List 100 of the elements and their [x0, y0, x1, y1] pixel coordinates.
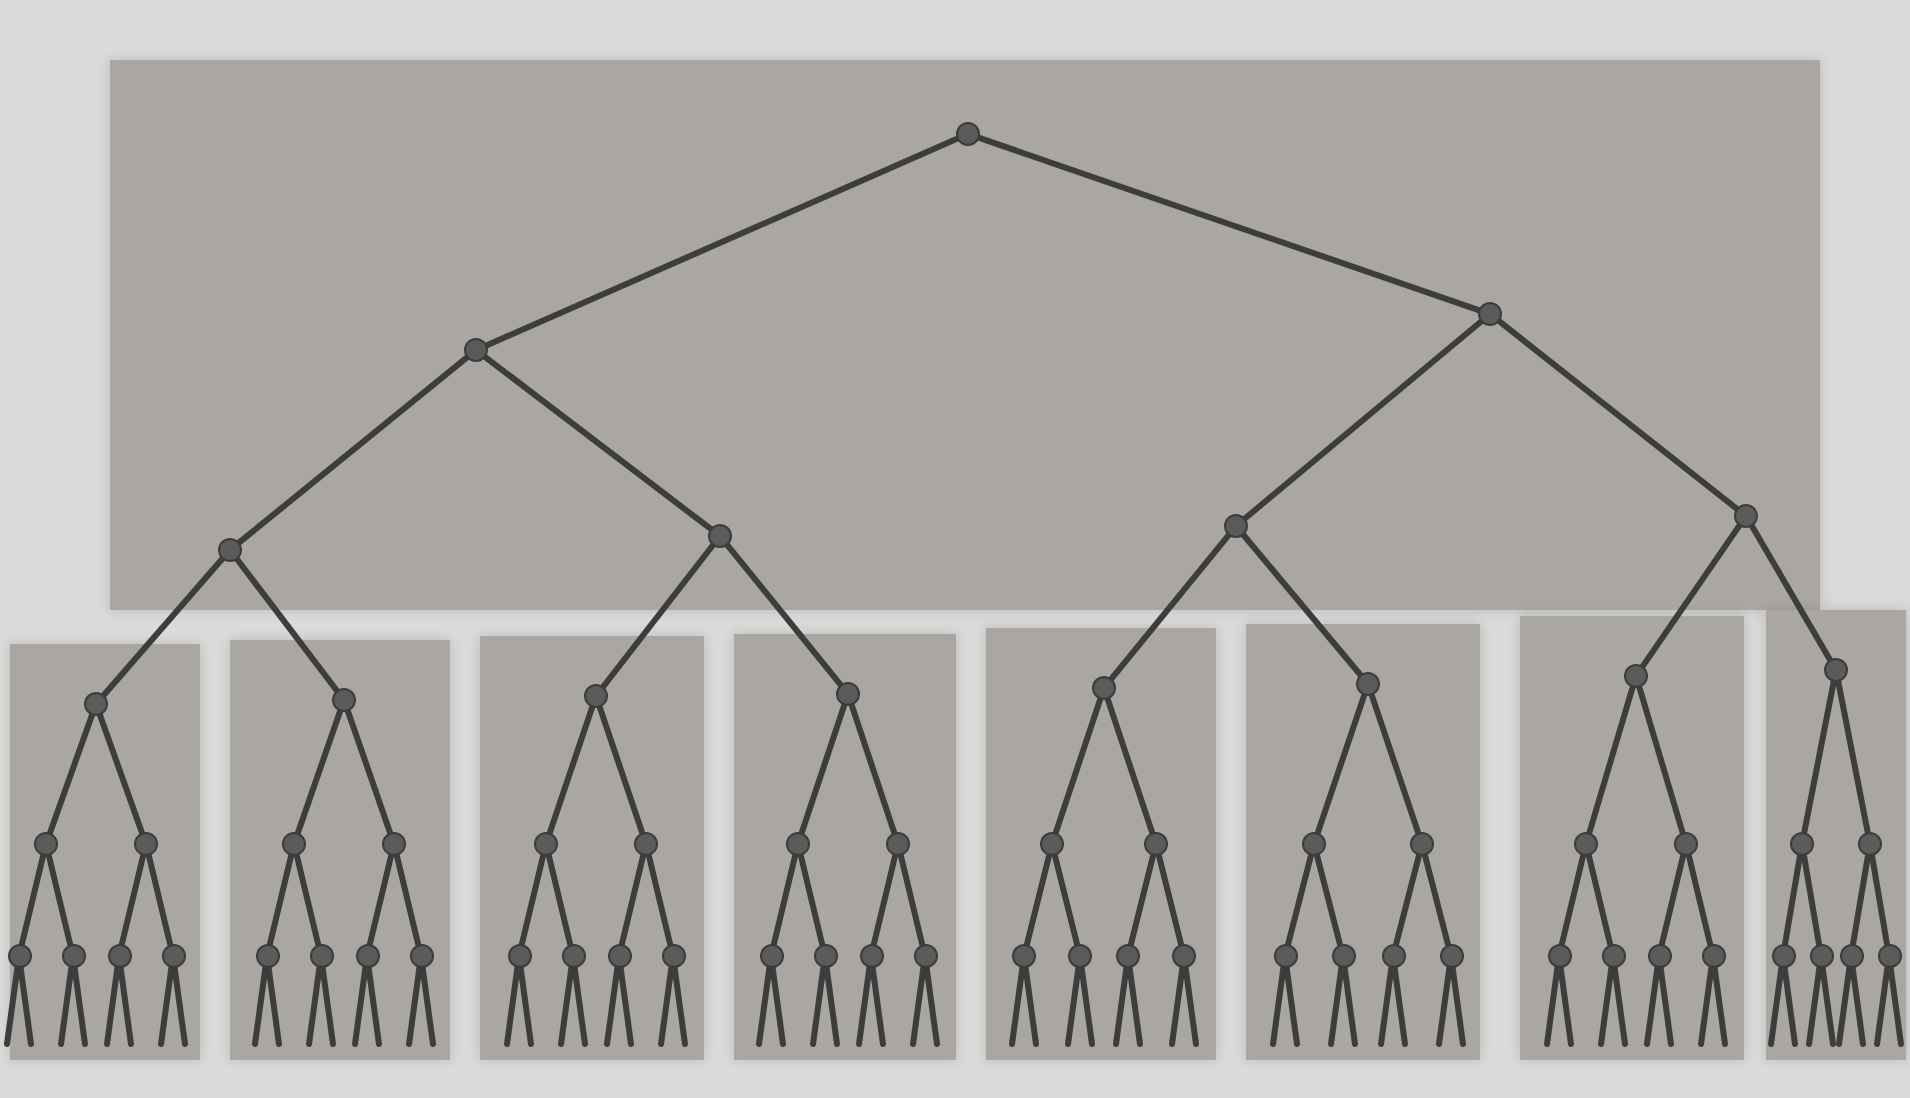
tree-edge-line: [897, 852, 926, 948]
tree-edge-line: [4, 964, 21, 1047]
tree-edge-line: [1127, 852, 1157, 948]
tree-edge-line: [546, 704, 596, 836]
tree-edge-line: [1422, 852, 1451, 948]
tree-edge-line: [482, 354, 714, 532]
tree-edge-line: [1801, 852, 1822, 948]
tree-edge-line: [1698, 964, 1715, 1047]
tree-edge-line: [1393, 852, 1422, 948]
tree-edge-line: [1126, 964, 1143, 1047]
tree-edge-line: [1819, 964, 1836, 1047]
tree-edge-line: [1835, 678, 1871, 836]
tree-edge-line: [769, 964, 786, 1047]
tree-edge-line: [856, 964, 873, 1047]
tree-edge-line: [18, 852, 47, 948]
tree-edge-line: [1586, 684, 1636, 836]
tree-edge-line: [1711, 964, 1728, 1047]
tree-edge-line: [1611, 964, 1628, 1047]
tree-edge-line: [1558, 852, 1587, 948]
tree-edge-line: [596, 704, 646, 836]
tree-edge-line: [1657, 964, 1674, 1047]
tree-edge-line: [393, 852, 422, 948]
tree-edge-line: [1169, 964, 1186, 1047]
tree-panel: [986, 628, 1216, 1060]
tree-panel: [480, 636, 704, 1060]
tree-edge-line: [1782, 852, 1803, 948]
tree-edge-line: [145, 852, 174, 948]
tree-edge-line: [1636, 684, 1686, 836]
tree-edge-line: [118, 852, 147, 948]
tree-edge-line: [1768, 964, 1785, 1047]
tree-edge-line: [1598, 964, 1615, 1047]
tree-edge-line: [870, 852, 899, 948]
tree-edge-line: [1328, 964, 1345, 1047]
tree-edge-line: [1182, 964, 1199, 1047]
tree-edge-line: [1104, 696, 1156, 836]
tree-edge-line: [724, 542, 844, 688]
tree-edge-line: [1270, 964, 1287, 1047]
tree-panel: [230, 640, 450, 1060]
tree-edge-line: [365, 964, 382, 1047]
tree-edge-line: [366, 852, 395, 948]
tree-panel: [734, 634, 956, 1060]
tree-edge-line: [600, 542, 716, 690]
tree-edge-line: [1749, 523, 1833, 663]
tree-edge-line: [1285, 852, 1314, 948]
tree-edge-line: [319, 964, 336, 1047]
tree-edge-line: [1585, 852, 1614, 948]
tree-edge-line: [1240, 532, 1364, 678]
tree-edge-line: [823, 964, 840, 1047]
tree-edge-line: [1887, 964, 1904, 1047]
tree-edge-line: [518, 852, 547, 948]
tree-edge-line: [798, 702, 848, 836]
tree-edge-line: [306, 964, 323, 1047]
tree-panel: [10, 644, 200, 1060]
tree-edge-line: [645, 852, 674, 948]
tree-edge-line: [1658, 852, 1687, 948]
tree-edge-line: [1639, 522, 1743, 670]
tree-edge-line: [1449, 964, 1466, 1047]
tree-edge-line: [618, 852, 647, 948]
tree-edge-line: [671, 964, 688, 1047]
tree-edge-line: [1113, 964, 1130, 1047]
tree-edge-line: [158, 964, 175, 1047]
tree-edge-line: [252, 964, 269, 1047]
tree-edge-line: [617, 964, 634, 1047]
tree-edge-line: [1023, 852, 1053, 948]
tree-edge-line: [571, 964, 588, 1047]
tree-edge-line: [97, 712, 145, 836]
tree-edge-line: [1283, 964, 1300, 1047]
tree-panel: [110, 60, 1820, 610]
tree-edge-line: [1368, 692, 1422, 836]
tree-edge-line: [810, 964, 827, 1047]
tree-edge-line: [1108, 532, 1232, 682]
tree-edge-line: [1781, 964, 1798, 1047]
tree-edge-line: [1009, 964, 1026, 1047]
tree-edge-line: [58, 964, 75, 1047]
tree-edge-line: [171, 964, 188, 1047]
tree-edge-line: [797, 852, 826, 948]
tree-edge-line: [1242, 318, 1484, 522]
tree-edge-line: [976, 134, 1482, 314]
tree-edge-line: [71, 964, 88, 1047]
tree-edge-line: [100, 556, 226, 698]
tree-edge-line: [1314, 852, 1343, 948]
tree-edge-line: [558, 964, 575, 1047]
tree-edge-line: [1836, 964, 1853, 1047]
tree-panel: [1246, 624, 1480, 1060]
tree-edge-line: [1022, 964, 1039, 1047]
tree-edge-line: [1850, 852, 1871, 948]
tree-edge-line: [234, 556, 340, 694]
tree-edge-line: [658, 964, 675, 1047]
tree-edge-line: [545, 852, 574, 948]
tree-edge-line: [1391, 964, 1408, 1047]
tree-edge-line: [517, 964, 534, 1047]
tree-edge-line: [1051, 852, 1081, 948]
tree-edge-line: [1557, 964, 1574, 1047]
tree-edge-line: [756, 964, 773, 1047]
tree-edge-line: [104, 964, 121, 1047]
tree-edge-line: [1078, 964, 1095, 1047]
tree-edge-line: [1874, 964, 1891, 1047]
tree-edge-line: [770, 852, 799, 948]
tree-edge-line: [484, 135, 960, 349]
tree-edge-line: [869, 964, 886, 1047]
